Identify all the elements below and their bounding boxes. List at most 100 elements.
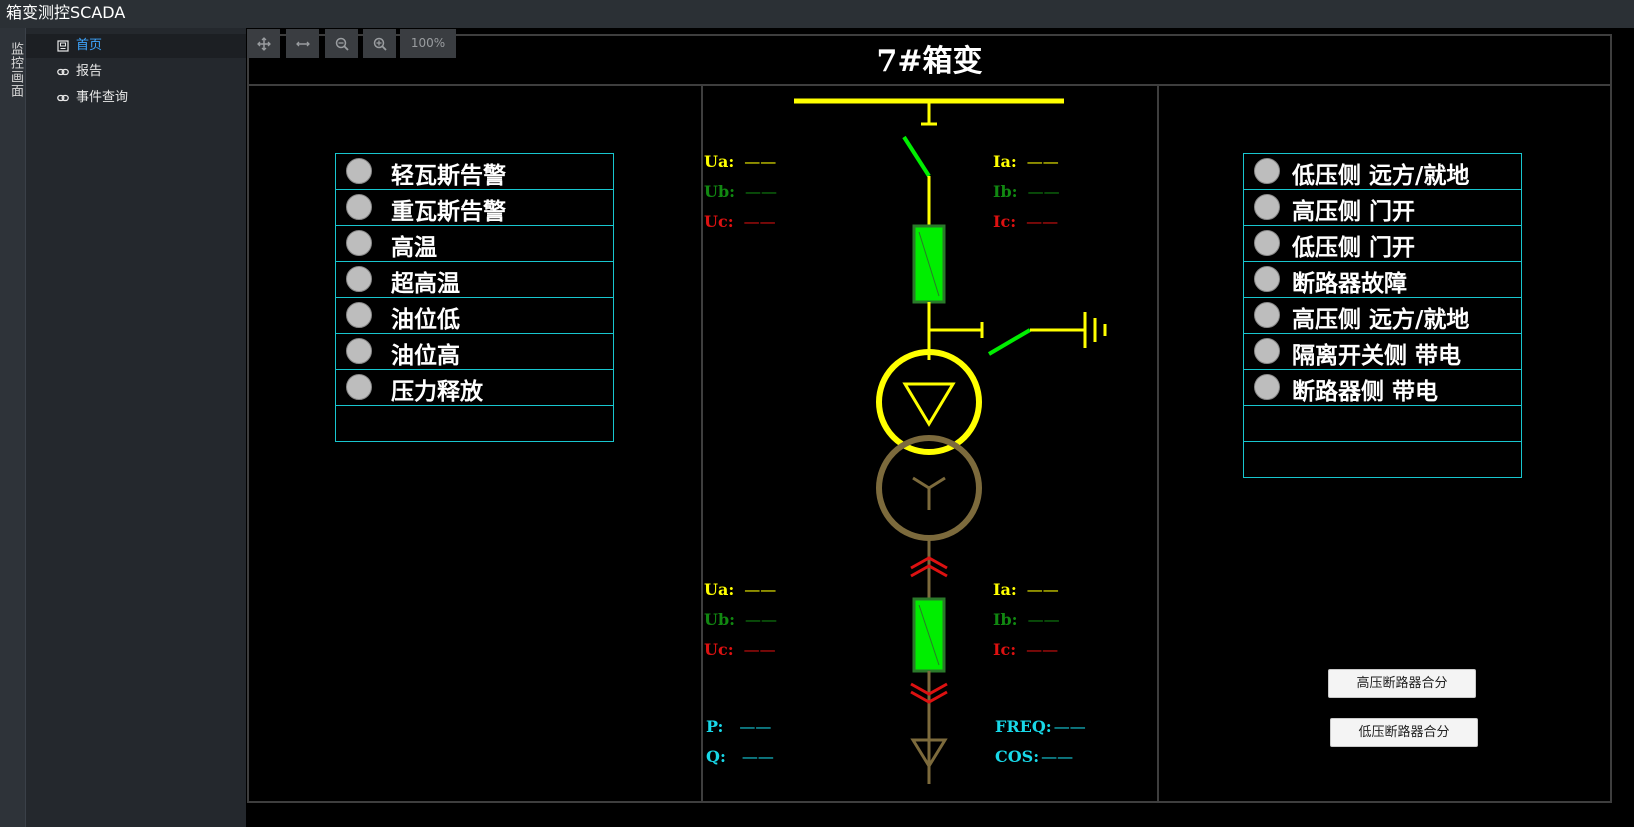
sidebar-item-label: 首页	[76, 38, 103, 53]
zoom-in-button[interactable]	[363, 29, 396, 58]
lv-plug-connector-top	[910, 564, 948, 578]
fit-width-icon	[295, 41, 310, 47]
meas-label: FREQ:	[995, 717, 1052, 736]
alarm-indicator-lamp	[346, 194, 372, 220]
alarm-indicator-lamp	[346, 158, 372, 184]
alarm-label: 油位低	[391, 306, 460, 333]
hv-ia-readout: Ia:——	[993, 152, 1059, 171]
alarm-row-oil-low: 油位低	[335, 297, 614, 334]
sidebar-item-label: 事件查询	[76, 90, 129, 105]
meas-label: Ib:	[993, 610, 1018, 629]
isolator-switch-blade[interactable]	[902, 135, 931, 178]
power-factor-readout: COS:——	[995, 747, 1073, 766]
page-title: 7#箱变	[876, 44, 983, 79]
app-title: 箱变测控SCADA	[6, 3, 126, 22]
alarm-indicator-lamp	[346, 302, 372, 328]
meas-value: ——	[1053, 717, 1086, 736]
alarm-row-empty	[335, 405, 614, 442]
meas-label: Ub:	[704, 610, 736, 629]
wye-winding-icon	[928, 476, 946, 490]
right-section-frame	[1157, 84, 1612, 803]
collapsed-side-strip[interactable]: 监控画面	[0, 28, 26, 827]
alarm-row-over-temp: 超高温	[335, 261, 614, 298]
lv-ic-readout: Ic: ——	[993, 640, 1058, 659]
status-row-isolator-live: 隔离开关侧 带电	[1243, 333, 1522, 370]
single-line-diagram	[794, 98, 1107, 784]
status-label: 高压侧 门开	[1292, 198, 1416, 225]
status-label: 低压侧 远方/就地	[1292, 162, 1470, 189]
alarm-label: 压力释放	[391, 378, 483, 405]
delta-winding-icon	[902, 382, 956, 427]
alarm-row-heavy-gas: 重瓦斯告警	[335, 189, 614, 226]
alarm-label: 油位高	[391, 342, 460, 369]
meas-value: ——	[745, 610, 778, 629]
alarm-label: 超高温	[391, 270, 460, 297]
alarm-label: 高温	[391, 234, 437, 261]
meas-value: ——	[745, 182, 778, 201]
status-indicator-lamp	[1254, 230, 1280, 256]
status-indicator-lamp	[1254, 302, 1280, 328]
diagram-panel: 7#箱变 轻瓦斯告警 重瓦斯告警 高温 超高温 油位低 油位高 压力释放 低压侧…	[247, 34, 1612, 803]
zoom-in-icon	[373, 37, 387, 51]
transformer-hv-winding	[876, 349, 982, 455]
status-indicator-lamp	[1254, 194, 1280, 220]
meas-value: ——	[744, 152, 777, 171]
alarm-row-light-gas: 轻瓦斯告警	[335, 153, 614, 190]
zoom-out-button[interactable]	[325, 29, 358, 58]
link-icon	[57, 68, 69, 76]
alarm-indicator-lamp	[346, 338, 372, 364]
status-row-empty	[1243, 441, 1522, 478]
meas-value: ——	[743, 640, 776, 659]
meas-value: ——	[1026, 212, 1059, 231]
meas-label: Ua:	[704, 152, 735, 171]
meas-value: ——	[1027, 610, 1060, 629]
switch-status-table: 低压侧 远方/就地 高压侧 门开 低压侧 门开 断路器故障 高压侧 远方/就地 …	[1243, 153, 1522, 478]
sidebar-item-report[interactable]: 报告	[26, 60, 246, 84]
link-icon	[57, 94, 69, 102]
active-power-readout: P:——	[706, 717, 771, 736]
move-icon	[256, 37, 271, 51]
meas-label: Q:	[706, 747, 726, 766]
meas-label: P:	[706, 717, 724, 736]
sidebar-item-event-query[interactable]: 事件查询	[26, 86, 246, 110]
hv-ub-readout: Ub:——	[704, 182, 777, 201]
lv-breaker-toggle-button[interactable]: 低压断路器合分	[1330, 718, 1478, 747]
meas-label: Ic:	[993, 640, 1017, 659]
alarm-indicator-lamp	[346, 266, 372, 292]
status-indicator-lamp	[1254, 158, 1280, 184]
home-icon	[57, 40, 69, 52]
status-indicator-lamp	[1254, 374, 1280, 400]
lv-plug-connector-bottom	[910, 682, 948, 696]
wye-winding-icon	[912, 476, 930, 490]
meas-label: Uc:	[704, 212, 734, 231]
zoom-level-indicator[interactable]: 100%	[400, 29, 456, 58]
lv-plug-connector-bottom	[910, 690, 948, 704]
hv-breaker-toggle-button[interactable]: 高压断路器合分	[1328, 669, 1476, 698]
status-row-breaker-live: 断路器侧 带电	[1243, 369, 1522, 406]
side-vertical-label: 监控画面	[8, 42, 23, 98]
hv-ic-readout: Ic:——	[993, 212, 1058, 231]
status-label: 高压侧 远方/就地	[1292, 306, 1470, 333]
lv-ia-readout: Ia:——	[993, 580, 1059, 599]
pan-button[interactable]	[247, 29, 280, 58]
sidebar-item-label: 报告	[76, 64, 103, 79]
earth-switch-blade[interactable]	[987, 328, 1032, 356]
hv-ib-readout: Ib:——	[993, 182, 1060, 201]
lv-ua-readout: Ua:——	[704, 580, 776, 599]
app-title-bar: 箱变测控SCADA	[0, 0, 1634, 28]
hv-uc-readout: Uc: ——	[704, 212, 776, 231]
alarm-label: 轻瓦斯告警	[391, 162, 506, 189]
frequency-readout: FREQ:——	[995, 717, 1086, 736]
status-row-hv-remote-local: 高压侧 远方/就地	[1243, 297, 1522, 334]
status-indicator-lamp	[1254, 266, 1280, 292]
alarm-label: 重瓦斯告警	[391, 198, 506, 225]
meas-value: ——	[1027, 182, 1060, 201]
lv-ub-readout: Ub: ——	[704, 610, 777, 629]
meas-value: ——	[743, 212, 776, 231]
fit-width-button[interactable]	[286, 29, 319, 58]
sidebar-item-home[interactable]: 首页	[26, 34, 246, 58]
meas-value: ——	[1041, 747, 1074, 766]
meas-value: ——	[1026, 640, 1059, 659]
status-row-breaker-fault: 断路器故障	[1243, 261, 1522, 298]
meas-label: Ia:	[993, 152, 1017, 171]
